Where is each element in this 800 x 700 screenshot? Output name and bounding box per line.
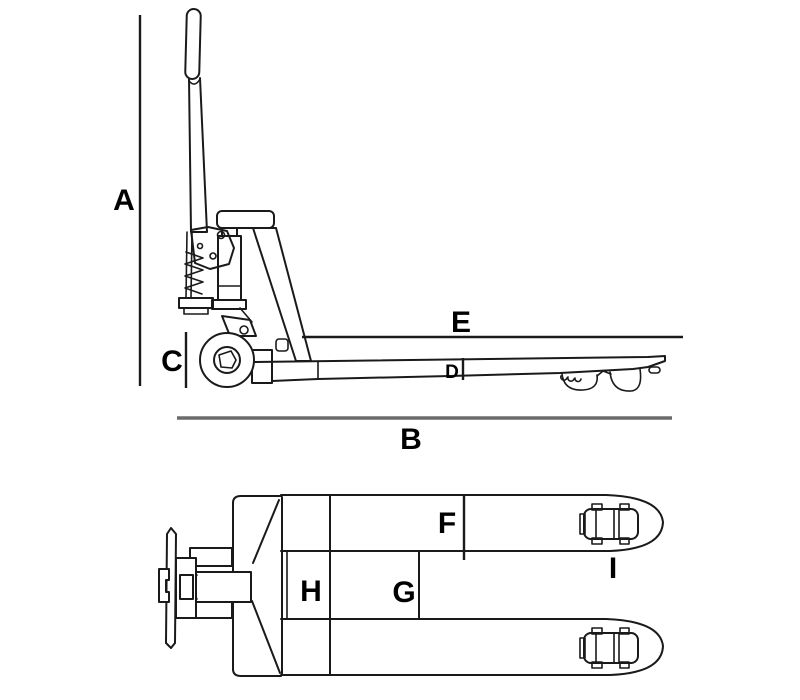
dim-label-g: G [392, 576, 415, 609]
mast-hole [275, 338, 289, 352]
top-view [158, 494, 664, 677]
handlebar-plan [165, 527, 177, 649]
dim-label-d: D [445, 362, 459, 383]
load-wheel-lug-br [619, 537, 630, 545]
steer-wheel-axle-nut [218, 350, 237, 369]
load-wheel-lug-tr [619, 503, 630, 511]
spring-base-bracket [178, 297, 214, 309]
handle-grip-joint [188, 78, 201, 85]
pivot-pin-left [196, 242, 204, 250]
roller-axle-marks [560, 375, 582, 383]
wheel-linkage [239, 307, 253, 323]
hydraulic-cylinder [217, 235, 242, 301]
mast-plate [252, 227, 312, 362]
body-taper-bottom [251, 600, 281, 674]
spring-base-foot [183, 307, 209, 315]
fork-outline [254, 355, 666, 382]
dim-label-e: E [451, 306, 471, 339]
dim-label-i: I [609, 552, 617, 585]
load-wheel-end-cap [579, 513, 586, 535]
handle-shaft [188, 77, 208, 233]
steering-bearing-inner [179, 574, 194, 600]
side-view [138, 8, 683, 420]
return-spring [184, 251, 204, 295]
release-rod-right [190, 231, 193, 299]
roller-link [596, 370, 612, 377]
load-wheel-lug-tl [591, 503, 603, 511]
dim-label-h: H [300, 575, 322, 608]
mast-upright [252, 227, 312, 362]
load-wheel-plan-top [579, 503, 639, 545]
load-wheel-lug-bl [591, 537, 603, 545]
wheel-arm-pin [239, 325, 249, 335]
cylinder-base-flange [211, 299, 247, 310]
load-wheel-frame [583, 508, 639, 540]
tiller-handle [184, 8, 208, 233]
dim-label-a: A [113, 184, 135, 217]
load-wheel-lug-bl [591, 661, 603, 669]
load-wheel-lug-tr [619, 627, 630, 635]
dimension-labels: A B C D E F G H I [113, 184, 617, 609]
load-wheel-frame [583, 632, 639, 664]
handle-mount-bracket [158, 568, 170, 603]
steering-assembly-plan [158, 527, 252, 649]
dim-label-f: F [438, 507, 456, 540]
steer-wheel-group [199, 307, 273, 388]
frame-behind-wheel [251, 349, 273, 384]
fork-plan-bottom [280, 618, 664, 676]
handle-grip [184, 8, 202, 80]
dim-label-b: B [400, 423, 422, 456]
fork-plan-top [280, 494, 664, 552]
hydraulic-pump-assembly [178, 210, 275, 315]
wheel-fork-arm [221, 315, 257, 337]
load-wheel-lug-br [619, 661, 630, 669]
body-taper-top [252, 499, 280, 564]
pivot-bracket [190, 226, 235, 270]
load-roller-front [609, 368, 642, 392]
dim-label-c: C [161, 345, 183, 378]
fork-side [254, 355, 666, 392]
pivot-pin-center [209, 252, 217, 260]
load-roller-rear [561, 373, 599, 391]
load-wheel-lug-tl [591, 627, 603, 635]
fork-tip-tab [648, 366, 661, 374]
body-top-edge [232, 495, 282, 504]
pump-yoke-cap [216, 210, 275, 229]
load-wheel-plan-bottom [579, 627, 639, 669]
body-bottom-edge [232, 668, 282, 677]
load-wheel-end-cap [579, 637, 586, 659]
